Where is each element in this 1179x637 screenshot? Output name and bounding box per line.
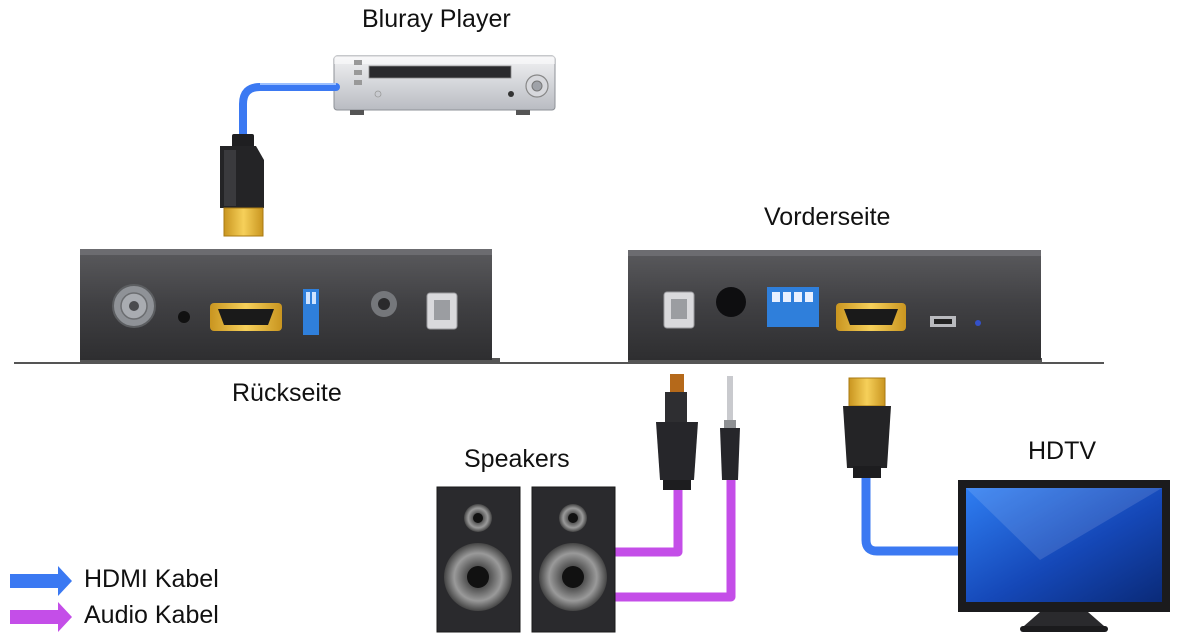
back-side-label: Rückseite: [232, 379, 342, 407]
legend-audio-arrow: [10, 602, 72, 632]
legend-hdmi-label: HDMI Kabel: [84, 565, 219, 593]
audio-cable-3-5mm: [612, 376, 740, 602]
hdtv: [958, 480, 1170, 632]
audio-cable-optical: [612, 374, 698, 557]
speakers-label: Speakers: [464, 445, 570, 473]
front-side-label: Vorderseite: [764, 203, 891, 231]
hdmi-cable-bluray: [220, 83, 340, 237]
extender-front-side: [562, 250, 1104, 364]
hdmi-cable-hdtv: [843, 377, 965, 556]
speaker-right: [531, 486, 616, 633]
extender-back-side: [14, 249, 562, 364]
bluray-player-label: Bluray Player: [362, 5, 511, 33]
legend-hdmi-arrow: [10, 566, 72, 596]
legend-audio-label: Audio Kabel: [84, 601, 219, 629]
hdtv-label: HDTV: [1028, 437, 1097, 465]
bluray-player: [333, 55, 556, 115]
speaker-left: [436, 486, 521, 633]
